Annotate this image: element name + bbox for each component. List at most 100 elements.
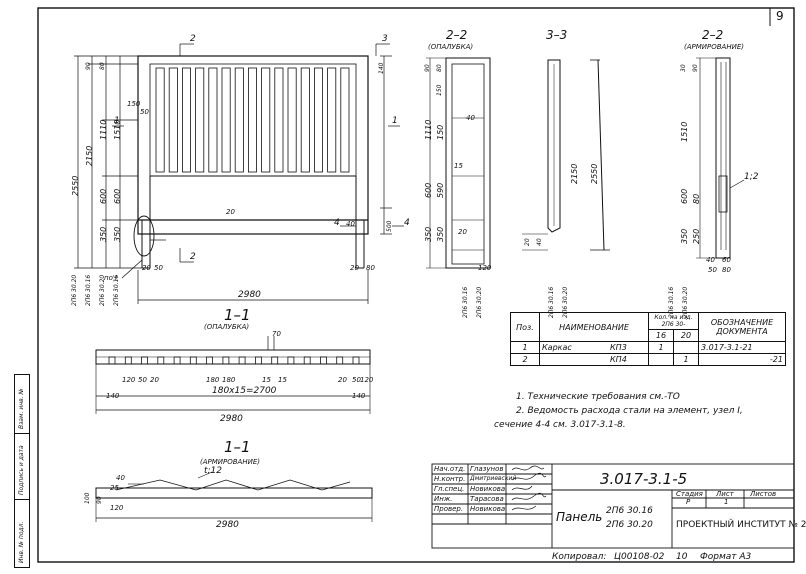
- sheets-label: Листов: [750, 490, 777, 498]
- dim-top-140: 140: [378, 62, 385, 74]
- rib-tooth: [320, 356, 327, 365]
- section-11-ribs: [108, 356, 360, 365]
- dim-side-150: 150: [127, 100, 141, 108]
- s11arm-dim-40: 40: [116, 474, 125, 482]
- dim-height-600a: 600: [99, 188, 108, 204]
- section-11-formwork: [95, 336, 371, 414]
- s22arm-dim-10: 50: [708, 266, 717, 274]
- spec-row2-q16: [648, 353, 674, 366]
- rib-slot: [208, 67, 218, 173]
- rib-tooth: [222, 356, 230, 365]
- s11arm-dim-width: 2980: [216, 520, 239, 530]
- section-mark-4: 4: [334, 218, 340, 228]
- rib-tooth: [238, 356, 246, 365]
- table-row: 2 КП4 1 -21: [510, 353, 786, 366]
- spec-header-doc: ОБОЗНАЧЕНИЕ ДОКУМЕНТА: [698, 312, 786, 342]
- elevation-dimension-lines: [74, 43, 404, 304]
- spec-row1-q20: [673, 341, 699, 354]
- copy-code: Ц00108-02: [614, 552, 665, 562]
- dim-height-350b: 350: [113, 226, 122, 242]
- sheet-value: 1: [724, 498, 729, 506]
- rib-tooth: [352, 356, 360, 365]
- s11arm-dim-90: 90: [96, 496, 103, 504]
- section-mark-2-top: 2: [190, 34, 196, 44]
- copied-label: Копировал:: [552, 552, 607, 562]
- s22arm-dim-2: 1510: [680, 121, 689, 142]
- brand-label-3: 2П6 30.20: [99, 274, 106, 306]
- product-mark-1: 2П6 30.16: [606, 506, 653, 516]
- dim-height-2150: 2150: [85, 145, 94, 166]
- name-2: Дмитриевский: [470, 475, 517, 482]
- spec-row2-q20: 1: [673, 353, 699, 366]
- doc-code: 3.017-3.1-5: [600, 470, 688, 488]
- dim-bottom-20a: 20: [142, 264, 151, 272]
- copy-number: 10: [676, 552, 688, 562]
- view-title-11-formwork: 1–1: [224, 306, 251, 324]
- view-subtitle-22-reinforcement: (АРМИРОВАНИЕ): [684, 43, 744, 51]
- s22-dim-12: 120: [478, 264, 492, 272]
- s11arm-dim-25: 25: [110, 484, 119, 492]
- s11-dim-width: 2980: [220, 414, 243, 424]
- elevation-view: [133, 55, 369, 269]
- brand-label-1: 2П6 30.20: [71, 274, 78, 306]
- dim-top-90: 90: [85, 62, 92, 70]
- side-stamp-2: Подпись и дата: [18, 445, 25, 495]
- name-4: Тарасова: [470, 495, 504, 503]
- rib-tooth: [124, 356, 132, 365]
- spec-row1-pos: 1: [510, 341, 540, 354]
- section-mark-1-left: 1: [114, 116, 120, 126]
- s22-dim-0: 90: [424, 64, 431, 72]
- spec-row1-name: Каркас: [539, 341, 608, 354]
- rib-tooth: [271, 356, 279, 365]
- dim-width-2980: 2980: [238, 290, 261, 300]
- node-callout: по I: [104, 274, 118, 282]
- rib-slot: [195, 67, 205, 173]
- s22arm-dim-5: 250: [692, 228, 701, 244]
- rib-tooth: [206, 356, 214, 365]
- name-3: Новикова: [470, 485, 506, 493]
- rib-slot: [340, 67, 350, 173]
- rib-tooth: [173, 356, 181, 365]
- side-stamp-3: Инв. № подл.: [18, 521, 25, 563]
- section-mark-2-bottom: 2: [190, 252, 196, 262]
- dim-height-1110: 1110: [99, 119, 108, 140]
- s22arm-dim-4: 350: [680, 228, 689, 244]
- dim-right-500: 500: [386, 220, 393, 232]
- rib-slot: [234, 67, 244, 173]
- note-2: 2. Ведомость расхода стали на элемент, у…: [516, 406, 743, 416]
- dim-right-40: 40: [346, 220, 355, 228]
- rib-tooth: [108, 356, 116, 365]
- s11arm-dim-120: 120: [110, 504, 124, 512]
- section-22-formwork: [426, 57, 491, 269]
- sheet-number: 9: [776, 9, 784, 23]
- organization: ПРОЕКТНЫЙ ИНСТИТУТ № 2: [676, 520, 806, 530]
- spec-row1-mark: КП3: [608, 341, 649, 354]
- s33-dim-2: 20: [524, 238, 531, 246]
- s22-dim-1: 80: [436, 64, 443, 72]
- stage-value: Р: [686, 498, 691, 506]
- note-1: 1. Технические требования см.-ТО: [516, 392, 680, 402]
- role-1: Нач.отд.: [434, 465, 466, 473]
- brand-label-4: 2П6 30.16: [113, 274, 120, 306]
- rib-slot: [181, 67, 191, 173]
- rib-slot: [313, 67, 323, 173]
- s22arm-dim-1: 90: [692, 64, 699, 72]
- s22arm-dim-8: 40: [706, 256, 715, 264]
- s22arm-dim-11: 80: [722, 266, 731, 274]
- s11-dim-140b: 140: [352, 392, 366, 400]
- s22-dim-3: 1110: [424, 119, 433, 140]
- title-block-grid: [431, 463, 795, 549]
- dim-bottom-20b: 20: [350, 264, 359, 272]
- s11-dim-pitch: 180x15=2700: [212, 386, 277, 396]
- rib-tooth: [254, 356, 262, 365]
- rib-tooth: [303, 356, 311, 365]
- dim-top-80: 80: [99, 62, 106, 70]
- spec-header-20: 20: [673, 329, 699, 342]
- spec-header-16: 16: [648, 329, 674, 342]
- s11-dim-120b: 120: [360, 376, 374, 384]
- brand-label-2: 2П6 30.16: [85, 274, 92, 306]
- s22-dim-5: 150: [436, 124, 445, 140]
- s22arm-dim-9: 60: [722, 256, 731, 264]
- dim-height-350a: 350: [99, 226, 108, 242]
- dim-side-50: 50: [140, 108, 149, 116]
